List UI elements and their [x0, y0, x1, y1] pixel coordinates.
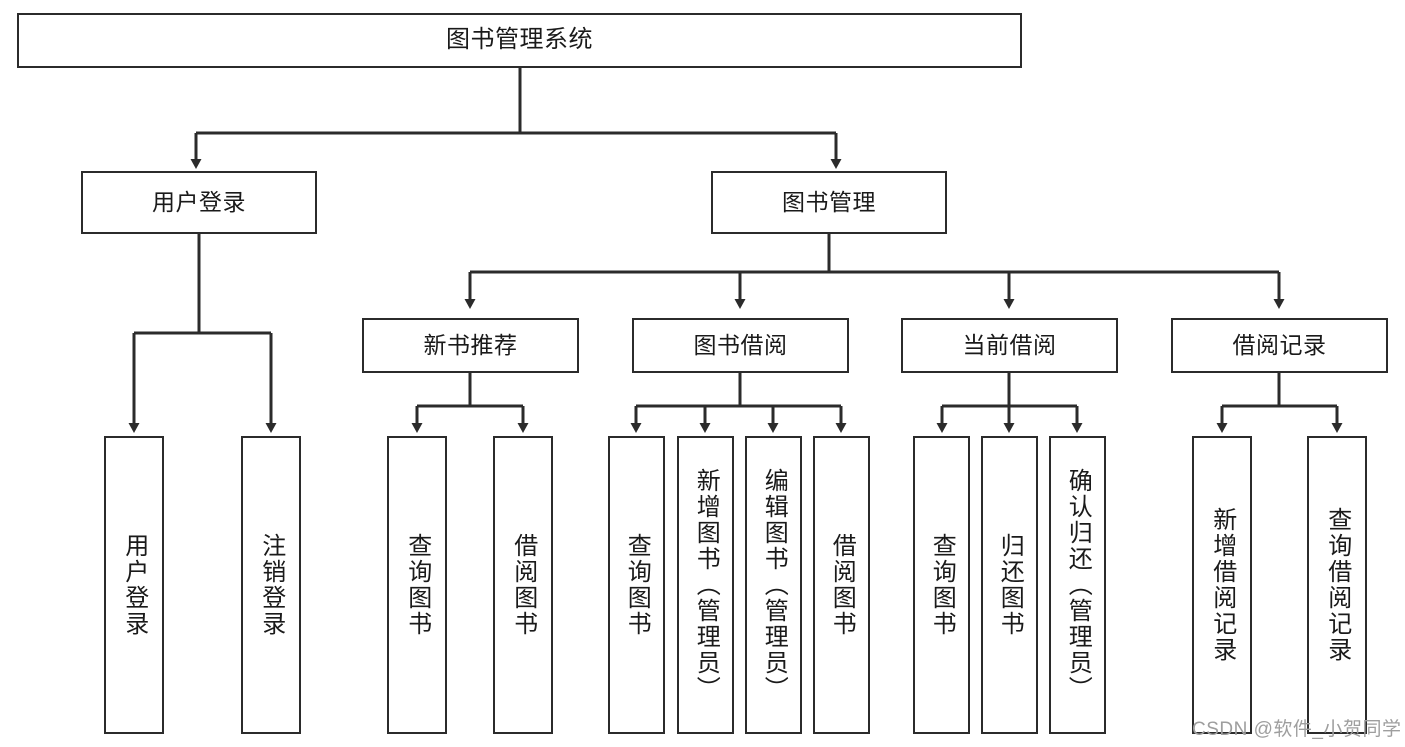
- watermark-text: CSDN @软件_小贺同学: [1192, 719, 1402, 740]
- node-book-borrow[interactable]: 图书借阅: [632, 318, 849, 373]
- leaf-borrow-book-1[interactable]: 借阅图书: [493, 436, 553, 734]
- node-user-login[interactable]: 用户登录: [81, 171, 317, 234]
- leaf-add-book-label: 新增图书（管理员）: [692, 468, 720, 702]
- leaf-query-book-1[interactable]: 查询图书: [387, 436, 447, 734]
- node-book-borrow-label: 图书借阅: [693, 331, 788, 358]
- leaf-borrow-book-2-label: 借阅图书: [828, 533, 856, 637]
- leaf-query-record-label: 查询借阅记录: [1323, 507, 1351, 663]
- leaf-query-book-2-label: 查询图书: [623, 533, 651, 637]
- node-new-book-recommend[interactable]: 新书推荐: [362, 318, 579, 373]
- node-borrow-record[interactable]: 借阅记录: [1171, 318, 1388, 373]
- leaf-confirm-return[interactable]: 确认归还（管理员）: [1049, 436, 1106, 734]
- node-user-login-label: 用户登录: [152, 188, 246, 215]
- leaf-return-book[interactable]: 归还图书: [981, 436, 1038, 734]
- node-root[interactable]: 图书管理系统: [17, 13, 1022, 68]
- node-current-borrow[interactable]: 当前借阅: [901, 318, 1118, 373]
- leaf-borrow-book-1-label: 借阅图书: [509, 533, 537, 637]
- leaf-query-book-1-label: 查询图书: [403, 533, 431, 637]
- node-book-management-label: 图书管理: [782, 188, 876, 215]
- leaf-add-book[interactable]: 新增图书（管理员）: [677, 436, 734, 734]
- leaf-edit-book[interactable]: 编辑图书（管理员）: [745, 436, 802, 734]
- leaf-add-record[interactable]: 新增借阅记录: [1192, 436, 1252, 734]
- leaf-logout-login[interactable]: 注销登录: [241, 436, 301, 734]
- leaf-logout-login-label: 注销登录: [257, 533, 285, 637]
- node-new-book-recommend-label: 新书推荐: [423, 331, 518, 358]
- leaf-edit-book-label: 编辑图书（管理员）: [760, 468, 788, 702]
- leaf-query-book-3-label: 查询图书: [928, 533, 956, 637]
- leaf-confirm-return-label: 确认归还（管理员）: [1064, 468, 1092, 702]
- leaf-borrow-book-2[interactable]: 借阅图书: [813, 436, 870, 734]
- node-root-label: 图书管理系统: [446, 26, 593, 54]
- leaf-return-book-label: 归还图书: [996, 533, 1024, 637]
- leaf-query-book-3[interactable]: 查询图书: [913, 436, 970, 734]
- leaf-user-login-label: 用户登录: [120, 533, 148, 637]
- leaf-add-record-label: 新增借阅记录: [1208, 507, 1236, 663]
- node-current-borrow-label: 当前借阅: [962, 331, 1057, 358]
- leaf-query-record[interactable]: 查询借阅记录: [1307, 436, 1367, 734]
- node-book-management[interactable]: 图书管理: [711, 171, 947, 234]
- leaf-user-login[interactable]: 用户登录: [104, 436, 164, 734]
- node-borrow-record-label: 借阅记录: [1232, 331, 1327, 358]
- leaf-query-book-2[interactable]: 查询图书: [608, 436, 665, 734]
